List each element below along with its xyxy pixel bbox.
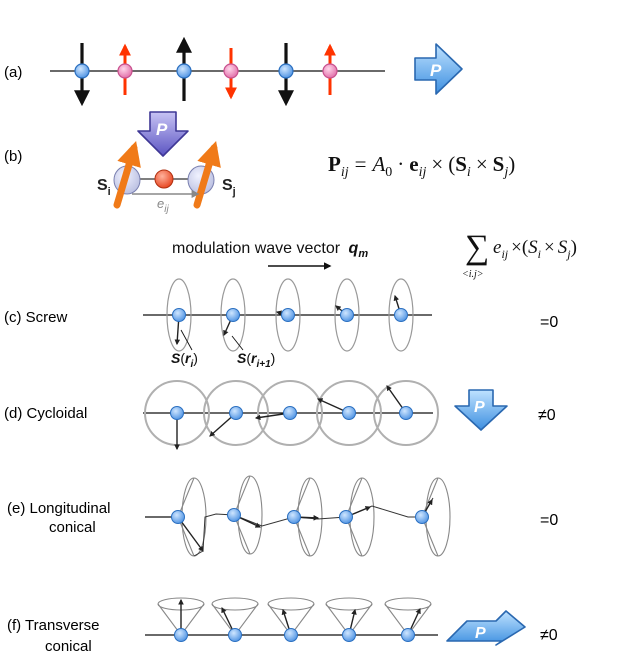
sites-f [174, 628, 415, 642]
panel-c: (c) Screw S(ri) S(ri+1) =0 [4, 278, 558, 370]
panel-b: (b) P Si Sj eij Pij=A0·eij×(Si×Sj) [4, 111, 515, 215]
cones-e [177, 475, 451, 557]
site-blue [415, 510, 429, 524]
site-blue [339, 510, 353, 524]
site-blue [342, 628, 356, 642]
label-leader [231, 335, 244, 351]
site-blue [284, 628, 298, 642]
result-d: ≠0 [538, 407, 556, 424]
header-row: modulation wave vector qm ∑ <i.j> eij×(S… [172, 229, 577, 280]
label-s-ri1: S(ri+1) [237, 350, 275, 370]
rotation-circle [373, 380, 439, 446]
sum-expression: eij×(Si×Sj) [493, 237, 577, 261]
panel-d: (d) Cycloidal P ≠0 [4, 380, 556, 451]
label-leader [180, 329, 193, 351]
cycloid-circles [144, 380, 439, 446]
rotation-ellipse [334, 278, 360, 352]
spin-sj-arrow [193, 140, 221, 209]
panel-e-label-line2: conical [49, 519, 96, 536]
panel-a-label: (a) [4, 64, 22, 81]
polarization-arrow-f: P [446, 610, 526, 646]
site-blue [226, 308, 240, 322]
panel-a: (a) P [4, 36, 463, 107]
site-blue [401, 628, 415, 642]
sites-d [170, 406, 413, 420]
site-blue [340, 308, 354, 322]
site-blue [170, 406, 184, 420]
rotation-circle [257, 380, 323, 446]
screw-ellipses [166, 278, 414, 352]
site-blue [287, 510, 301, 524]
polarization-arrow-a: P [414, 43, 463, 95]
panel-e: (e) Longitudinal conical [7, 475, 558, 557]
panel-c-label: (c) Screw [4, 309, 68, 326]
site-blue [172, 308, 186, 322]
rotation-circle [203, 380, 269, 446]
site-blue [74, 63, 90, 79]
site-blue [281, 308, 295, 322]
label-si: Si [97, 177, 111, 198]
sites-e [171, 508, 429, 524]
spin-arrow [177, 516, 204, 552]
site-pink [223, 63, 239, 79]
label-sj: Sj [222, 177, 236, 198]
cone-spins-f [178, 598, 421, 636]
site-blue [174, 628, 188, 642]
sum-index: <i.j> [462, 269, 484, 280]
polarization-label: P [430, 61, 442, 80]
site-blue [176, 63, 192, 79]
site-blue [228, 628, 242, 642]
rotation-ellipse [220, 278, 246, 352]
oxygen-site [154, 169, 174, 189]
rotation-ellipse [166, 278, 192, 352]
panel-e-label-line1: (e) Longitudinal [7, 500, 110, 517]
site-pink [322, 63, 338, 79]
site-blue [283, 406, 297, 420]
polarization-arrow-b: P [137, 111, 189, 157]
rotation-circle [316, 380, 382, 446]
site-blue [399, 406, 413, 420]
panel-f-label-line2: conical [45, 638, 92, 655]
kn-equation: Pij=A0·eij×(Si×Sj) [328, 152, 515, 180]
site-blue [394, 308, 408, 322]
panel-f: (f) Transverse conical [7, 597, 558, 655]
spin-si-arrow [113, 140, 141, 209]
spin-tip-trace [193, 497, 434, 557]
sites-a [74, 63, 338, 79]
site-blue [171, 510, 185, 524]
sum-symbol: ∑ [465, 229, 489, 266]
polarization-arrow-d: P [454, 389, 508, 431]
site-pink [117, 63, 133, 79]
polarization-label: P [474, 399, 485, 416]
rotation-ellipse [388, 278, 414, 352]
label-s-ri: S(ri) [171, 350, 198, 370]
panel-b-label: (b) [4, 148, 22, 165]
modulation-label: modulation wave vector qm [172, 240, 368, 260]
sites-c [172, 308, 408, 322]
result-e: =0 [540, 512, 558, 529]
site-blue [278, 63, 294, 79]
site-blue [342, 406, 356, 420]
panel-d-label: (d) Cycloidal [4, 405, 87, 422]
result-f: ≠0 [540, 627, 558, 644]
polarization-label: P [475, 625, 486, 642]
label-eij: eij [157, 196, 169, 215]
polarization-label: P [156, 120, 168, 139]
site-blue [227, 508, 241, 522]
site-blue [229, 406, 243, 420]
panel-f-label-line1: (f) Transverse [7, 617, 100, 634]
result-c: =0 [540, 314, 558, 331]
